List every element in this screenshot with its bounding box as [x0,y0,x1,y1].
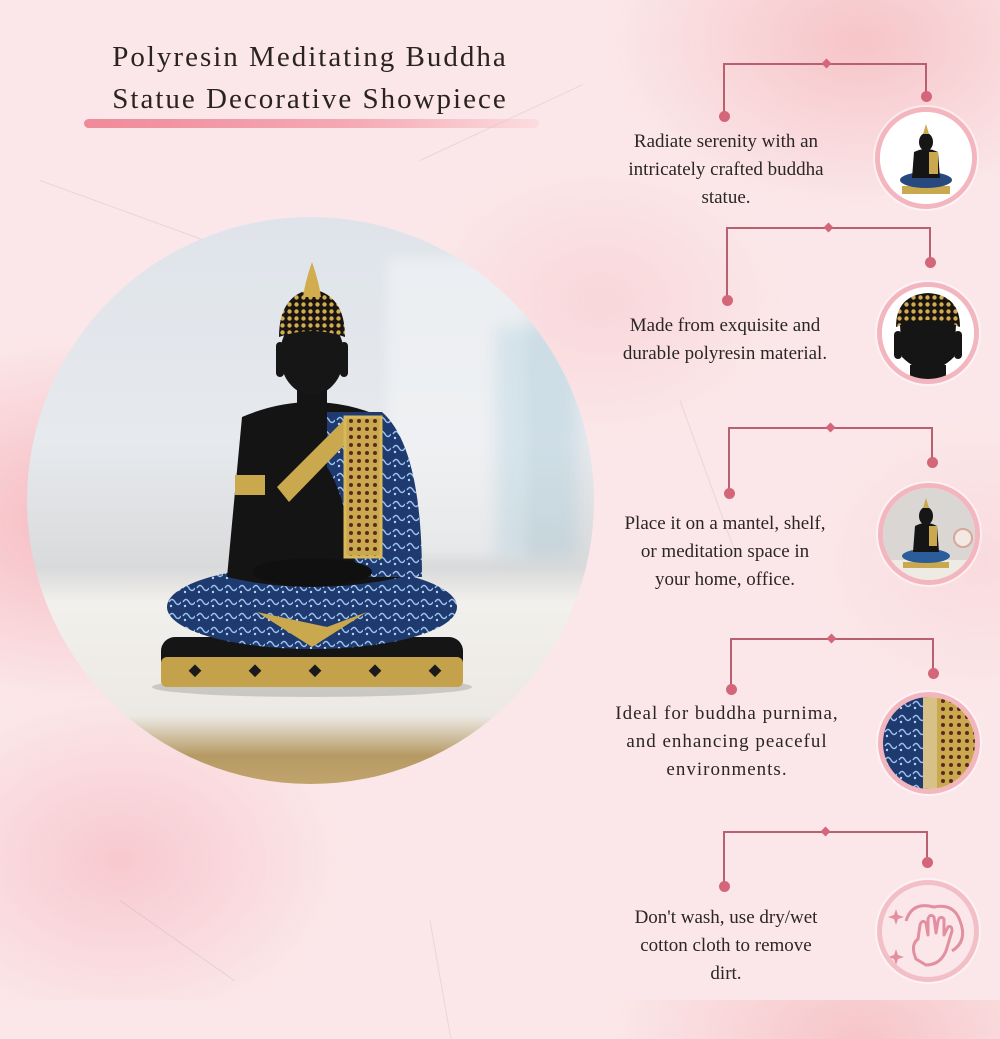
marble-vein [119,900,235,982]
connector-dot [928,668,939,679]
connector-dot [927,457,938,468]
feature-item-4: Ideal for buddha purnima, and enhancing … [580,625,980,805]
feature-text: Place it on a mantel, shelf, or meditati… [595,510,855,594]
feature-text-line: durable polyresin material. [622,343,828,364]
connector-dot [722,295,733,306]
feature-text: Ideal for buddha purnima, and enhancing … [587,700,867,784]
feature-text: Made from exquisite and durable polyresi… [595,312,855,368]
title-line-1: Polyresin Meditating Buddha [112,41,508,73]
connector-line [728,427,730,493]
thumbnail-robe-detail [878,692,980,794]
robe-detail-thumbnail-icon [883,697,975,789]
feature-text: Don't wash, use dry/wet cotton cloth to … [596,904,856,988]
hand-wipe-icon [888,904,965,967]
feature-text-line: your home, office. [655,569,795,590]
connector-dot [719,111,730,122]
connector-line [925,63,927,95]
diamond-marker-icon [826,633,837,644]
feature-text-line: cotton cloth to remove [640,935,812,956]
diamond-marker-icon [821,58,832,69]
connector-line [730,638,732,688]
connector-dot [922,857,933,868]
diamond-marker-icon [823,222,834,233]
connector-dot [724,488,735,499]
buddha-shelf-thumbnail-icon [883,488,975,580]
buddha-face-thumbnail-icon [882,287,974,379]
thumbnail-cleaning [877,880,979,982]
feature-text-line: statue. [701,187,751,208]
feature-text-line: Don't wash, use dry/wet [634,907,818,928]
connector-line [723,831,725,886]
thumbnail-buddha-face [877,282,979,384]
title-line-2: Statue Decorative Showpiece [112,83,508,115]
connector-dot [719,881,730,892]
background-window-blur [497,327,577,557]
page-title: Polyresin Meditating Buddha Statue Decor… [70,36,550,120]
connector-dot [925,257,936,268]
feature-text: Radiate serenity with an intricately cra… [596,128,856,212]
connector-line [726,227,728,300]
thumbnail-buddha-shelf [878,483,980,585]
buddha-thumbnail-icon [880,112,972,204]
connector-line [723,63,725,115]
marble-vein [429,920,452,1039]
feature-text-line: Ideal for buddha purnima, [615,703,839,724]
feature-item-3: Place it on a mantel, shelf, or meditati… [590,420,990,600]
diamond-marker-icon [825,422,836,433]
feature-text-line: environments. [666,759,788,780]
connector-line [931,427,933,461]
connector-dot [921,91,932,102]
connector-line [932,638,934,672]
feature-text-line: Made from exquisite and [629,315,821,336]
feature-item-2: Made from exquisite and durable polyresi… [590,220,990,400]
connector-line [929,227,931,261]
connector-line [926,831,928,863]
feature-text-line: intricately crafted buddha [628,159,824,180]
feature-item-5: Don't wash, use dry/wet cotton cloth to … [590,820,990,1000]
feature-item-1: Radiate serenity with an intricately cra… [590,50,990,230]
feature-text-line: Place it on a mantel, shelf, [624,513,826,534]
title-underline [84,119,539,128]
feature-text-line: dirt. [710,963,742,984]
thumbnail-buddha-full [875,107,977,209]
diamond-marker-icon [820,826,831,837]
feature-text-line: and enhancing peaceful [626,731,828,752]
feature-text-line: or meditation space in [640,541,810,562]
buddha-statue-illustration [152,262,472,697]
feature-text-line: Radiate serenity with an [633,131,819,152]
connector-dot [726,684,737,695]
hero-product-image [27,217,594,784]
